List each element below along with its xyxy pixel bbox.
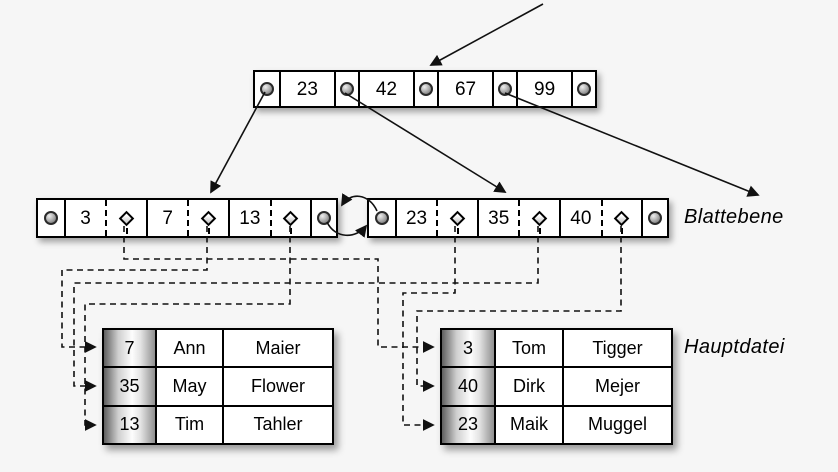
record-ref-cell [436,200,477,236]
pointer-cell [369,200,395,236]
diamond-icon [118,210,135,226]
table-row: 13 Tim Tahler [104,404,332,443]
record-ref-cell [518,200,559,236]
arrow-into-root [429,3,544,66]
record-ref-cell [105,200,146,236]
pointer-ball-icon [577,82,592,96]
main-file-table-left: 7 Ann Maier 35 May Flower 13 Tim Tahler [102,328,334,445]
record-last-name: Tahler [222,406,332,443]
diamond-icon [614,210,630,226]
diamond-stem [620,228,623,234]
table-row: 7 Ann Maier [104,330,332,367]
record-last-name: Mejer [562,368,671,405]
pointer-ball-icon [418,82,433,96]
table-row: 3 Tom Tigger [442,330,671,367]
pointer-ball-icon [259,82,274,96]
diamond-stem [289,228,292,234]
record-last-name: Tigger [562,330,671,367]
record-key: 40 [442,368,494,405]
record-first-name: Maik [494,406,562,443]
pointer-ball-icon [648,211,663,225]
leaf-level-label: Blattebene [684,206,784,228]
leaf-key-cell: 35 [476,200,519,236]
diamond-stem [538,228,541,234]
leaf-key-cell: 40 [559,200,601,236]
diamond-icon [532,210,548,226]
pointer-cell [641,200,667,236]
table-row: 23 Maik Muggel [442,404,671,443]
record-first-name: Ann [155,330,222,367]
record-ref-cell [600,200,642,236]
record-key: 3 [442,330,494,367]
diamond-icon [201,210,217,226]
pointer-ball-icon [43,211,58,225]
root-key-cell: 99 [515,72,571,106]
root-index-node: 23 42 67 99 [253,70,597,108]
root-key-cell: 42 [357,72,413,106]
table-row: 40 Dirk Mejer [442,366,671,405]
main-file-label: Hauptdatei [684,336,785,358]
leaf-key-cell: 23 [394,200,437,236]
record-first-name: Tim [155,406,222,443]
pointer-cell [492,72,516,106]
root-key-cell: 67 [436,72,492,106]
pointer-cell [334,72,358,106]
diamond-stem [207,228,210,234]
record-ref-cell [269,200,311,236]
main-file-table-right: 3 Tom Tigger 40 Dirk Mejer 23 Maik Mugge… [440,328,673,445]
pointer-ball-icon [374,211,389,225]
leaf-key-cell: 7 [145,200,188,236]
record-key: 13 [104,406,155,443]
table-row: 35 May Flower [104,366,332,405]
pointer-ball-icon [339,82,354,96]
pointer-ball-icon [498,82,513,96]
record-key: 23 [442,406,494,443]
root-key-cell: 23 [278,72,334,106]
leaf-node-left: 3 7 13 [36,198,338,238]
record-first-name: Dirk [494,368,562,405]
record-key: 35 [104,368,155,405]
record-first-name: May [155,368,222,405]
pointer-cell [310,200,336,236]
diamond-icon [283,210,299,226]
pointer-cell [571,72,595,106]
pointer-cell [255,72,279,106]
arrow-root-to-next-leaf [504,92,760,197]
leaf-key-cell: 13 [228,200,270,236]
record-ref-cell [187,200,228,236]
diamond-stem [125,228,128,234]
pointer-cell [413,72,437,106]
record-last-name: Maier [222,330,332,367]
record-last-name: Flower [222,368,332,405]
record-key: 7 [104,330,155,367]
leaf-node-right: 23 35 40 [367,198,669,238]
leaf-key-cell: 3 [63,200,106,236]
record-first-name: Tom [494,330,562,367]
pointer-cell [38,200,64,236]
diamond-icon [449,210,466,226]
record-last-name: Muggel [562,406,671,443]
diamond-stem [456,228,459,234]
pointer-ball-icon [317,211,332,225]
